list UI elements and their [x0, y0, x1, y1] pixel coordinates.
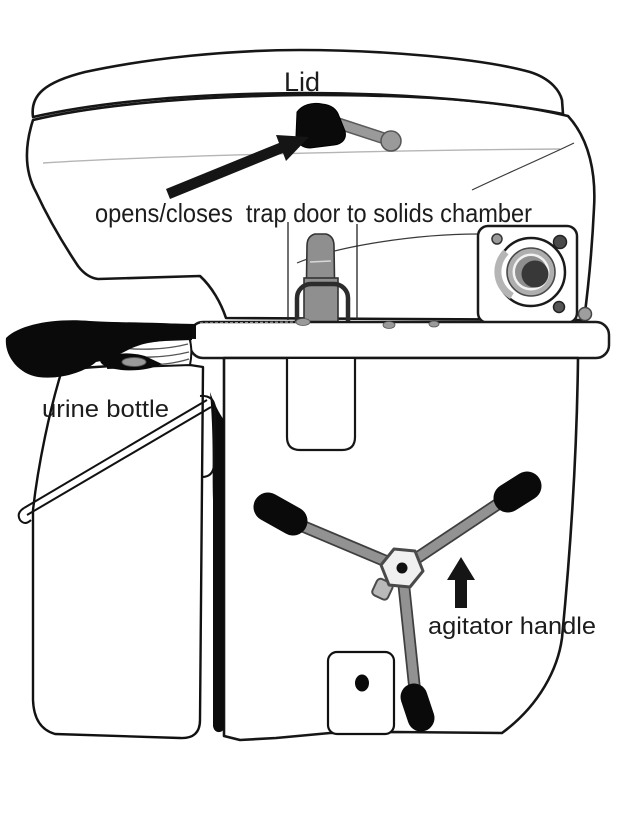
fan-screw-bottom-right [552, 300, 566, 314]
lid: Lid [31, 48, 565, 119]
agitator-grip-upper-right [493, 471, 542, 513]
bottle-bracket-curl [17, 507, 32, 524]
agitator-spokes [285, 494, 508, 693]
seat-outline [25, 93, 596, 322]
seat-contour-line [42, 148, 561, 164]
bottle-cap [121, 357, 147, 367]
agitator-spoke-lower [397, 567, 420, 693]
latch-body [303, 277, 339, 329]
flange-mark-1 [295, 318, 311, 326]
bottle-handle [5, 320, 192, 378]
fan-duct-bore [521, 260, 549, 288]
flange-bump [577, 306, 593, 322]
lid-outline [31, 48, 565, 119]
agitator-spoke-upper-right [399, 496, 507, 572]
base-notch [285, 359, 357, 452]
trap-handle-pivot-disc [380, 130, 402, 152]
agitator-label: agitator handle [428, 613, 596, 640]
fan-flange-shadow-arc [494, 249, 514, 300]
flange-outline [188, 320, 611, 360]
fan-housing [476, 224, 579, 325]
agitator-hub-bolt [396, 562, 408, 574]
flange-band [188, 318, 611, 360]
trap-handle-arrow [166, 135, 309, 199]
flange-mark-3 [428, 320, 440, 328]
bottle-bracket-diagonal-outer [23, 399, 208, 509]
trap-door-label: opens/closes trap door to solids chamber [95, 198, 532, 228]
agitator-arrow [447, 557, 475, 608]
agitator-spoke-upper-left [286, 515, 404, 573]
fan-screw-top-left [491, 233, 503, 245]
access-panel [326, 650, 396, 736]
seat-body [25, 93, 596, 322]
base-left-shadow [210, 392, 224, 733]
urine-bottle-label: urine bottle [42, 396, 169, 423]
fan-screw-top-right [552, 234, 568, 250]
trap-handle-rod [332, 118, 394, 145]
bottle-bracket-diagonal-inner [26, 406, 212, 516]
access-panel-hole [355, 674, 369, 692]
agitator-handle [253, 471, 542, 732]
lid-label: Lid [284, 67, 320, 97]
agitator-grip-upper-left [253, 492, 308, 536]
latch-tongue-ridge [309, 260, 332, 263]
agitator-grip-lower [400, 683, 435, 732]
flange-mark-2 [382, 321, 396, 329]
urine-bottle: urine bottle [5, 320, 217, 740]
seat-edge-leader-line [471, 142, 575, 191]
bottle-bracket-lip [199, 394, 217, 478]
trap-handle-knob [295, 102, 346, 149]
flange-top-shading [199, 321, 301, 324]
trap-door-handle [295, 102, 402, 152]
